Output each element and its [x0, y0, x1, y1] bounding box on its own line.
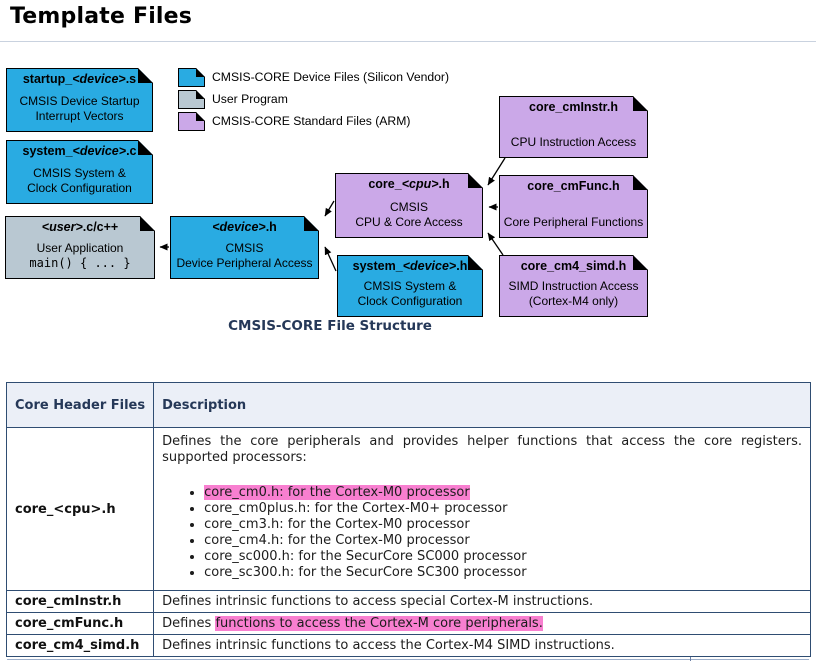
- next-table-border-tick: [690, 657, 691, 661]
- box-title: core_<cpu>.h: [368, 177, 450, 191]
- box-body: SIMD Instruction Access (Cortex-M4 only): [508, 279, 639, 308]
- list-item: core_sc300.h: for the SecurCore SC300 pr…: [204, 565, 802, 581]
- list-item: core_cm3.h: for the Cortex-M0 processor: [204, 517, 802, 533]
- description-intro: Defines the core peripherals and provide…: [162, 434, 802, 465]
- box-core-cpu-h: core_<cpu>.h CMSIS CPU & Core Access: [335, 173, 483, 238]
- box-title: system_<device>.h: [352, 259, 468, 273]
- table-header-description: Description: [153, 382, 811, 428]
- box-core-cmfunc-h: core_cmFunc.h Core Peripheral Functions: [499, 175, 648, 238]
- legend-label-device-files: CMSIS-CORE Device Files (Silicon Vendor): [212, 70, 450, 84]
- box-body: CMSIS Device Startup Interrupt Vectors: [19, 94, 140, 123]
- description-cell: Defines intrinsic functions to access sp…: [153, 590, 811, 613]
- file-name-cell: core_cmInstr.h: [5, 590, 155, 613]
- file-name-cell: core_<cpu>.h: [5, 427, 155, 591]
- table-row-core-cminstr: core_cmInstr.h Defines intrinsic functio…: [5, 590, 811, 613]
- title-divider: [0, 41, 816, 42]
- file-name-cell: core_cm4_simd.h: [5, 634, 155, 657]
- box-device-h: <device>.h CMSIS Device Peripheral Acces…: [170, 216, 319, 279]
- description-cell: Defines the core peripherals and provide…: [153, 427, 811, 591]
- folded-corner-icon: [196, 68, 205, 77]
- box-core-cm4-simd-h: core_cm4_simd.h SIMD Instruction Access …: [499, 255, 648, 317]
- box-title: startup_<device>.s: [22, 72, 137, 86]
- box-body: CMSIS System & Clock Configuration: [27, 166, 132, 195]
- diagram-caption: CMSIS-CORE File Structure: [228, 318, 432, 334]
- box-body: CMSIS System & Clock Configuration: [357, 279, 463, 308]
- legend-swatch-device-files: [178, 68, 205, 87]
- box-body: CMSIS CPU & Core Access: [355, 200, 463, 229]
- box-title: <user>.c/c++: [41, 220, 119, 234]
- processor-list: core_cm0.h: for the Cortex-M0 processor …: [162, 485, 802, 581]
- box-body: CMSIS Device Peripheral Access: [176, 241, 313, 270]
- legend-label-standard-files: CMSIS-CORE Standard Files (ARM): [212, 114, 411, 128]
- box-title: core_cmFunc.h: [527, 179, 620, 193]
- box-startup-device-s: startup_<device>.s CMSIS Device Startup …: [6, 68, 153, 132]
- folded-corner-icon: [196, 90, 205, 99]
- box-body: Core Peripheral Functions: [503, 215, 644, 229]
- highlighted-text: core_cm0.h: for the Cortex-M0 processor: [204, 485, 470, 500]
- box-system-device-h: system_<device>.h CMSIS System & Clock C…: [337, 255, 483, 317]
- table-header-core-files: Core Header Files: [5, 382, 155, 428]
- table-row-core-cm4-simd: core_cm4_simd.h Defines intrinsic functi…: [5, 634, 811, 657]
- highlighted-text: functions to access the Cortex-M core pe…: [215, 616, 543, 631]
- box-system-device-c: system_<device>.c CMSIS System & Clock C…: [6, 140, 153, 204]
- legend-label-user-program: User Program: [212, 92, 288, 106]
- table-row-core-cpu: core_<cpu>.h Defines the core peripheral…: [5, 427, 811, 591]
- arrow-system-h-to-device-h: [324, 246, 337, 272]
- list-item: core_cm0plus.h: for the Cortex-M0+ proce…: [204, 501, 802, 517]
- code-snippet: main() { ... }: [29, 256, 131, 270]
- next-table-top-border: [7, 659, 809, 660]
- core-header-files-table: Core Header Files Description core_<cpu>…: [5, 382, 811, 657]
- table-header-row: Core Header Files Description: [5, 382, 811, 428]
- list-item: core_cm0.h: for the Cortex-M0 processor: [204, 485, 802, 501]
- list-item: core_cm4.h: for the Cortex-M0 processor: [204, 533, 802, 549]
- description-cell: Defines functions to access the Cortex-M…: [153, 612, 811, 635]
- table-row-core-cmfunc: core_cmFunc.h Defines functions to acces…: [5, 612, 811, 635]
- box-body: CPU Instruction Access: [510, 135, 637, 149]
- page-title: Template Files: [10, 4, 193, 29]
- legend-swatch-user-program: [178, 90, 205, 109]
- box-title: <device>.h: [212, 220, 277, 234]
- list-item: core_sc000.h: for the SecurCore SC000 pr…: [204, 549, 802, 565]
- legend-swatch-standard-files: [178, 112, 205, 131]
- box-title: system_<device>.c: [22, 144, 137, 158]
- arrow-core-cpu-to-device-h: [324, 200, 335, 217]
- folded-corner-icon: [196, 112, 205, 121]
- description-cell: Defines intrinsic functions to access th…: [153, 634, 811, 657]
- box-title: core_cm4_simd.h: [520, 259, 627, 273]
- box-title: core_cmInstr.h: [529, 100, 618, 114]
- box-core-cminstr-h: core_cmInstr.h CPU Instruction Access: [499, 96, 648, 158]
- file-name-cell: core_cmFunc.h: [5, 612, 155, 635]
